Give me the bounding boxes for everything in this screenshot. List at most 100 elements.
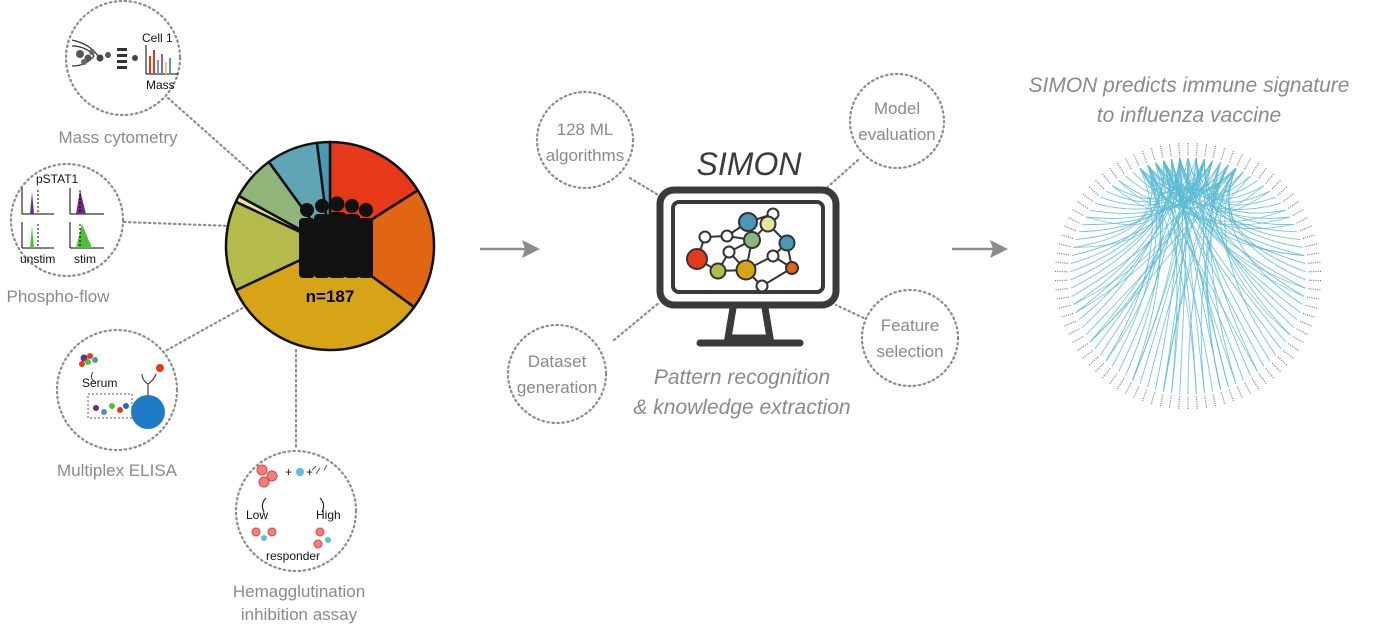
network-edge	[1147, 164, 1213, 392]
arrow-to-output	[952, 240, 1008, 258]
network-edge	[1111, 160, 1170, 212]
node-label-mark	[1116, 378, 1125, 390]
node-label-mark	[1055, 252, 1069, 256]
node-label-mark	[1168, 395, 1172, 409]
pie-slices	[224, 140, 436, 352]
phospho-flow-label: Phospho-flow	[6, 287, 110, 306]
network-edge	[1171, 158, 1183, 393]
monitor-icon	[656, 186, 840, 347]
node-label-mark	[1251, 162, 1260, 174]
network-edge	[1075, 160, 1213, 313]
network-edge	[1171, 159, 1237, 384]
cohort-pie-chart: n=187	[224, 140, 436, 352]
node-label-mark	[1178, 396, 1181, 410]
node-label-mark	[1302, 312, 1316, 318]
node-label-mark	[1282, 350, 1294, 359]
node-label-mark	[1307, 252, 1321, 256]
network-edge	[1147, 158, 1181, 191]
network-edge	[1118, 159, 1205, 209]
node-label-mark	[1082, 193, 1094, 202]
node-label-mark	[1228, 149, 1235, 163]
node-label-mark	[1076, 200, 1089, 209]
network-edge	[1193, 158, 1205, 203]
node-label-mark	[1054, 288, 1068, 291]
feature-line2: selection	[876, 342, 943, 361]
simon-subtitle-line1: Pattern recognition	[654, 366, 830, 389]
ml-line2: algorithms	[546, 146, 624, 165]
ml-line1: 128 ML	[557, 120, 614, 139]
connector-mass-cytometry	[166, 96, 260, 180]
node-label-mark	[1308, 261, 1322, 264]
network-edge	[1228, 168, 1303, 305]
node-label-mark	[1108, 167, 1118, 179]
simon-title: SIMON	[697, 146, 803, 182]
node-label-mark	[1220, 392, 1226, 405]
node-label-mark	[1159, 394, 1164, 408]
node-label-mark	[1101, 172, 1111, 184]
node-label-mark	[1302, 234, 1316, 240]
simon-subtitle-line2: & knowledge extraction	[633, 396, 850, 419]
node-label-mark	[1088, 185, 1099, 196]
pstat1-label: pSTAT1	[36, 172, 79, 186]
node-label-mark	[1299, 225, 1313, 232]
node-label-mark	[1204, 143, 1208, 157]
dataset-generation-circle	[506, 323, 608, 425]
node-label-mark	[1271, 179, 1282, 190]
serum-label: Serum	[82, 376, 117, 390]
phospho-flow-icon	[21, 188, 104, 249]
network-edge	[1070, 160, 1165, 265]
node-label-mark	[1124, 157, 1132, 170]
pie-slice-2	[328, 189, 436, 309]
mass-label: Mass	[146, 78, 175, 92]
network-edge	[1202, 160, 1229, 388]
node-label-mark	[1228, 389, 1235, 403]
node-label-mark	[1236, 386, 1244, 399]
output-panel: SIMON predicts immune signature to influ…	[1029, 74, 1350, 410]
network-edge	[1089, 157, 1189, 343]
multiplex-elisa-panel: Serum Multiplex ELISA	[55, 328, 179, 480]
network-edge	[1125, 162, 1163, 377]
cell-label: Cell 1	[142, 31, 173, 45]
node-label-mark	[1076, 343, 1089, 352]
cohort-size-label: n=187	[306, 287, 355, 306]
plus-sign-2: +	[306, 465, 313, 479]
network-edge	[1132, 157, 1189, 381]
network-edge	[1085, 167, 1237, 336]
connector-phospho-flow	[122, 220, 232, 228]
node-label-mark	[1258, 167, 1268, 179]
ml-algorithms-circle	[535, 90, 635, 190]
node-label-mark	[1308, 288, 1322, 291]
hai-icon	[251, 464, 331, 549]
node-label-mark	[1168, 143, 1172, 157]
node-label-mark	[1159, 144, 1164, 158]
hai-label-line1: Hemagglutination	[233, 582, 365, 601]
node-label-mark	[1271, 362, 1282, 373]
network-edge	[1139, 167, 1244, 209]
responder-label: responder	[266, 549, 320, 563]
node-label-mark	[1296, 328, 1309, 336]
network-edge	[1075, 157, 1189, 313]
chord-network-plot	[1054, 142, 1322, 410]
node-label-mark	[1108, 373, 1118, 385]
node-label-mark	[1220, 147, 1226, 160]
connector-model	[820, 158, 860, 194]
node-label-mark	[1060, 312, 1074, 318]
node-label-mark	[1287, 343, 1300, 352]
mass-cytometry-icon	[71, 39, 178, 75]
node-label-mark	[1071, 208, 1084, 217]
feature-line1: Feature	[881, 316, 940, 335]
feature-selection-circle	[860, 288, 960, 388]
model-evaluation-circle	[848, 72, 946, 170]
node-label-mark	[1055, 296, 1069, 300]
network-edge	[1163, 160, 1295, 230]
node-label-mark	[1258, 373, 1268, 385]
connector-ml	[628, 176, 662, 198]
node-label-mark	[1088, 356, 1099, 367]
node-label-mark	[1054, 261, 1068, 264]
node-label-mark	[1305, 243, 1319, 248]
low-label: Low	[246, 508, 268, 522]
node-label-mark	[1141, 389, 1148, 403]
output-title-line1: SIMON predicts immune signature	[1029, 74, 1350, 97]
mass-cytometry-label: Mass cytometry	[58, 128, 178, 147]
pie-slice-3	[234, 244, 416, 352]
